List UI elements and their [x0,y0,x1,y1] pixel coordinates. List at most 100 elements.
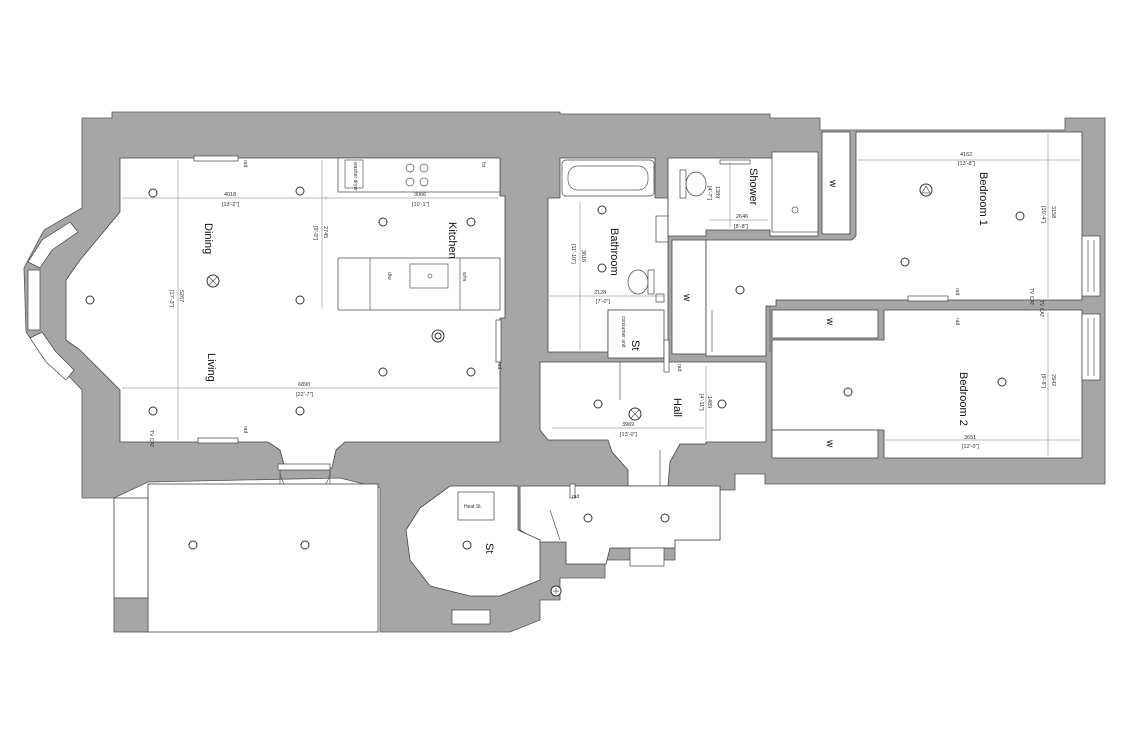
living-dining-kitchen [65,157,506,469]
radiator-porch [569,483,576,499]
svg-text:[4'-11"]: [4'-11"] [698,394,704,411]
svg-text:rad: rad [954,288,960,295]
svg-text:[8'-8"]: [8'-8"] [734,224,748,230]
svg-text:[10'-1"]: [10'-1"] [412,202,430,208]
pendant-light-icon [206,274,220,288]
svg-text:4162: 4162 [960,152,972,158]
svg-text:[11'-10"]: [11'-10"] [570,244,576,264]
hob-icon [405,163,429,187]
turret-store [405,485,541,597]
radiator-bedroom1 [907,295,949,302]
bathtub [561,159,655,197]
svg-text:[7'-0"]: [7'-0"] [596,299,610,305]
svg-text:rad: rad [954,318,960,325]
front-door[interactable] [629,547,665,567]
svg-text:rad: rad [242,426,248,433]
svg-text:d/w: d/w [386,272,392,280]
svg-text:rad: rad [242,160,248,167]
svg-text:3969: 3969 [622,422,634,428]
fixture-labels: rad rad rad rad rad rad rad TV CAT TV CA… [148,160,1044,500]
svg-text:1489: 1489 [706,396,712,408]
bedroom2-window [1081,313,1101,381]
wardrobe-bed2-top [771,309,879,339]
svg-text:[10'-4"]: [10'-4"] [1040,206,1046,224]
wardrobe-label: w [681,293,692,302]
svg-text:[9'-8"]: [9'-8"] [1040,374,1046,388]
radiator-hall [663,339,670,373]
svg-text:3066: 3066 [414,192,426,198]
front-terrace [147,483,379,633]
heat-store-unit [457,491,495,521]
svg-text:2745: 2745 [322,226,328,238]
kitchen-island [337,257,501,311]
hall-store [607,309,665,359]
svg-text:3158: 3158 [1050,206,1056,218]
label-store-hall: St [629,340,641,350]
svg-text:TV CAT: TV CAT [148,430,154,447]
svg-text:2942: 2942 [1050,374,1056,386]
label-bedroom-2: Bedroom 2 [957,372,969,426]
door-swings [519,306,771,541]
label-bathroom: Bathroom [608,228,620,276]
wardrobe-label: w [827,179,838,188]
svg-text:[9'-0"]: [9'-0"] [312,226,318,240]
svg-text:consumer unit: consumer unit [620,316,626,348]
svg-text:[13'-2"]: [13'-2"] [222,202,240,208]
terrace-wall [113,597,149,633]
svg-text:[4'-7"]: [4'-7"] [706,186,712,200]
wardrobe-label: w [824,317,835,326]
radiator-living [197,437,239,444]
fridge-icon [344,159,364,189]
label-living: Living [205,353,217,382]
svg-text:rad: rad [496,362,502,369]
svg-text:TV CAT: TV CAT [1028,288,1034,305]
heat-detector-icon [919,183,933,197]
svg-text:3651: 3651 [964,435,976,441]
dimension-labels: 4018 [13'-2"] 3066 [10'-1"] 6890 [22'-7"… [168,152,1056,450]
bath-basin [655,215,669,243]
pendant-light-hall-icon [628,407,642,421]
svg-text:6890: 6890 [298,382,310,388]
svg-text:4018: 4018 [224,192,236,198]
label-store-round: St [483,543,495,553]
smoke-detector-icon [431,329,445,343]
label-kitchen: Kitchen [446,222,458,259]
svg-text:rad: rad [572,494,579,500]
svg-text:[13'-0"]: [13'-0"] [620,432,638,438]
svg-text:washer dryer: washer dryer [352,162,358,191]
radiator-dining [193,155,239,162]
bath-wc-icon [627,269,649,295]
svg-text:3616: 3616 [580,250,586,262]
label-bedroom-1: Bedroom 1 [977,172,989,226]
shower-wc-icon [685,171,707,197]
svg-text:w/m: w/m [461,272,467,281]
svg-text:rad: rad [676,364,682,371]
kitchen-worktop-top [337,157,501,193]
bay-window [27,221,79,381]
svg-text:2646: 2646 [736,214,748,220]
svg-text:[13'-8"]: [13'-8"] [958,161,976,167]
label-dining: Dining [202,223,214,254]
turret-window [451,609,491,625]
bell-icon [550,585,562,597]
label-hall: Hall [671,398,683,417]
ceiling-lights [85,186,1025,550]
sink-icon [409,263,449,289]
wardrobe-label: w [824,439,835,448]
living-dimensions [122,160,498,440]
svg-text:2128: 2128 [594,290,606,296]
svg-text:[12'-0"]: [12'-0"] [962,444,980,450]
label-shower: Shower [747,168,759,206]
shower-tray [771,151,819,233]
svg-text:TV CAT: TV CAT [1038,300,1044,317]
bedroom1-window [1081,235,1101,297]
label-heat-store: Heat St. [464,504,482,510]
radiator-kitchen [495,319,502,363]
svg-text:5267: 5267 [178,290,184,302]
left-ledge [113,497,149,599]
svg-text:[22'-7"]: [22'-7"] [296,392,314,398]
wardrobe-shower [821,131,851,235]
svg-text:[17'-3"]: [17'-3"] [168,290,174,308]
svg-text:1389: 1389 [714,186,720,198]
